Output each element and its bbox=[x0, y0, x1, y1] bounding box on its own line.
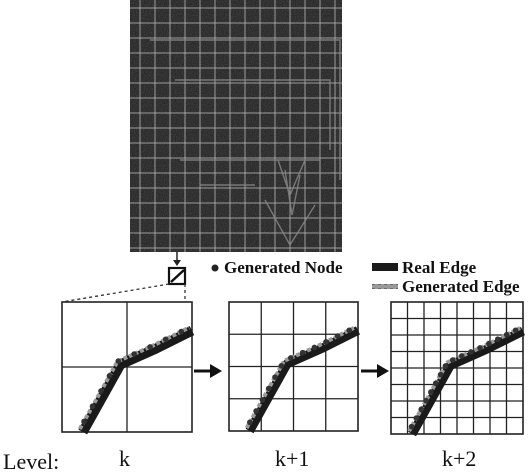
generated-node bbox=[272, 374, 278, 380]
level-k-panel bbox=[61, 301, 195, 435]
generated-node bbox=[253, 408, 259, 414]
generated-node bbox=[278, 363, 285, 369]
generated-node bbox=[178, 328, 185, 335]
generated-node bbox=[98, 388, 104, 394]
generated-node bbox=[418, 406, 425, 413]
legend-generated-node-marker bbox=[211, 264, 219, 272]
generated-node bbox=[437, 371, 444, 378]
source-image-noise bbox=[130, 0, 342, 252]
generated-node bbox=[299, 349, 306, 356]
generated-node bbox=[512, 327, 519, 334]
generated-node bbox=[265, 385, 272, 392]
generated-node bbox=[408, 423, 415, 430]
generated-node bbox=[486, 340, 492, 347]
legend-real-edge-label: Real Edge bbox=[402, 258, 477, 277]
generated-node bbox=[449, 357, 456, 363]
generated-node bbox=[162, 336, 169, 343]
real-edge bbox=[408, 327, 526, 437]
level-arrows bbox=[194, 364, 389, 378]
generated-node bbox=[494, 336, 501, 342]
generated-node bbox=[287, 355, 294, 361]
zoom-indicator bbox=[61, 252, 187, 303]
generated-node bbox=[259, 396, 266, 403]
generated-node bbox=[413, 415, 420, 421]
generated-node bbox=[115, 358, 122, 364]
generated-node bbox=[246, 419, 253, 426]
level-k2-panel bbox=[390, 301, 526, 437]
generated-edge bbox=[407, 326, 521, 432]
generated-node bbox=[423, 397, 429, 404]
level-k1-label: k+1 bbox=[275, 446, 310, 471]
generated-node bbox=[432, 380, 439, 387]
level-prefix-label: Level: bbox=[3, 449, 60, 474]
generated-node bbox=[459, 353, 465, 359]
generated-node bbox=[503, 331, 510, 338]
zoom-panels bbox=[61, 301, 526, 437]
generated-node bbox=[346, 327, 353, 334]
legend-real-edge-marker bbox=[372, 263, 398, 271]
arrow-k1-to-k2-head bbox=[377, 364, 389, 378]
level-k2-label: k+2 bbox=[442, 446, 477, 471]
arrow-k-to-k1-head bbox=[210, 364, 222, 378]
generated-node bbox=[311, 344, 318, 351]
generated-node bbox=[106, 373, 113, 379]
generated-node bbox=[428, 389, 434, 395]
zoom-box bbox=[167, 266, 187, 286]
generated-node bbox=[89, 403, 96, 410]
level-k1-panel bbox=[228, 301, 361, 434]
source-image-structures bbox=[150, 39, 341, 247]
zoom-guide-left bbox=[61, 283, 170, 303]
generated-node bbox=[323, 339, 329, 345]
generated-node bbox=[334, 333, 341, 339]
source-image bbox=[130, 0, 342, 252]
legend bbox=[211, 263, 398, 289]
real-edge bbox=[78, 326, 195, 435]
generated-node bbox=[442, 363, 449, 369]
legend-generated-edge-label: Generated Edge bbox=[402, 277, 520, 296]
source-image-grid bbox=[130, 0, 342, 252]
real-edge bbox=[245, 326, 361, 434]
generated-node bbox=[131, 351, 137, 357]
zoom-box-edge bbox=[170, 269, 185, 283]
generated-node bbox=[81, 418, 87, 425]
zoom-arrow-head bbox=[173, 260, 181, 266]
level-k-label: k bbox=[119, 446, 130, 471]
legend-generated-node-label: Generated Node bbox=[224, 258, 343, 277]
generated-node bbox=[477, 345, 483, 351]
generated-node bbox=[147, 344, 153, 350]
legend-generated-edge-marker bbox=[372, 284, 398, 289]
generated-node bbox=[468, 349, 474, 355]
